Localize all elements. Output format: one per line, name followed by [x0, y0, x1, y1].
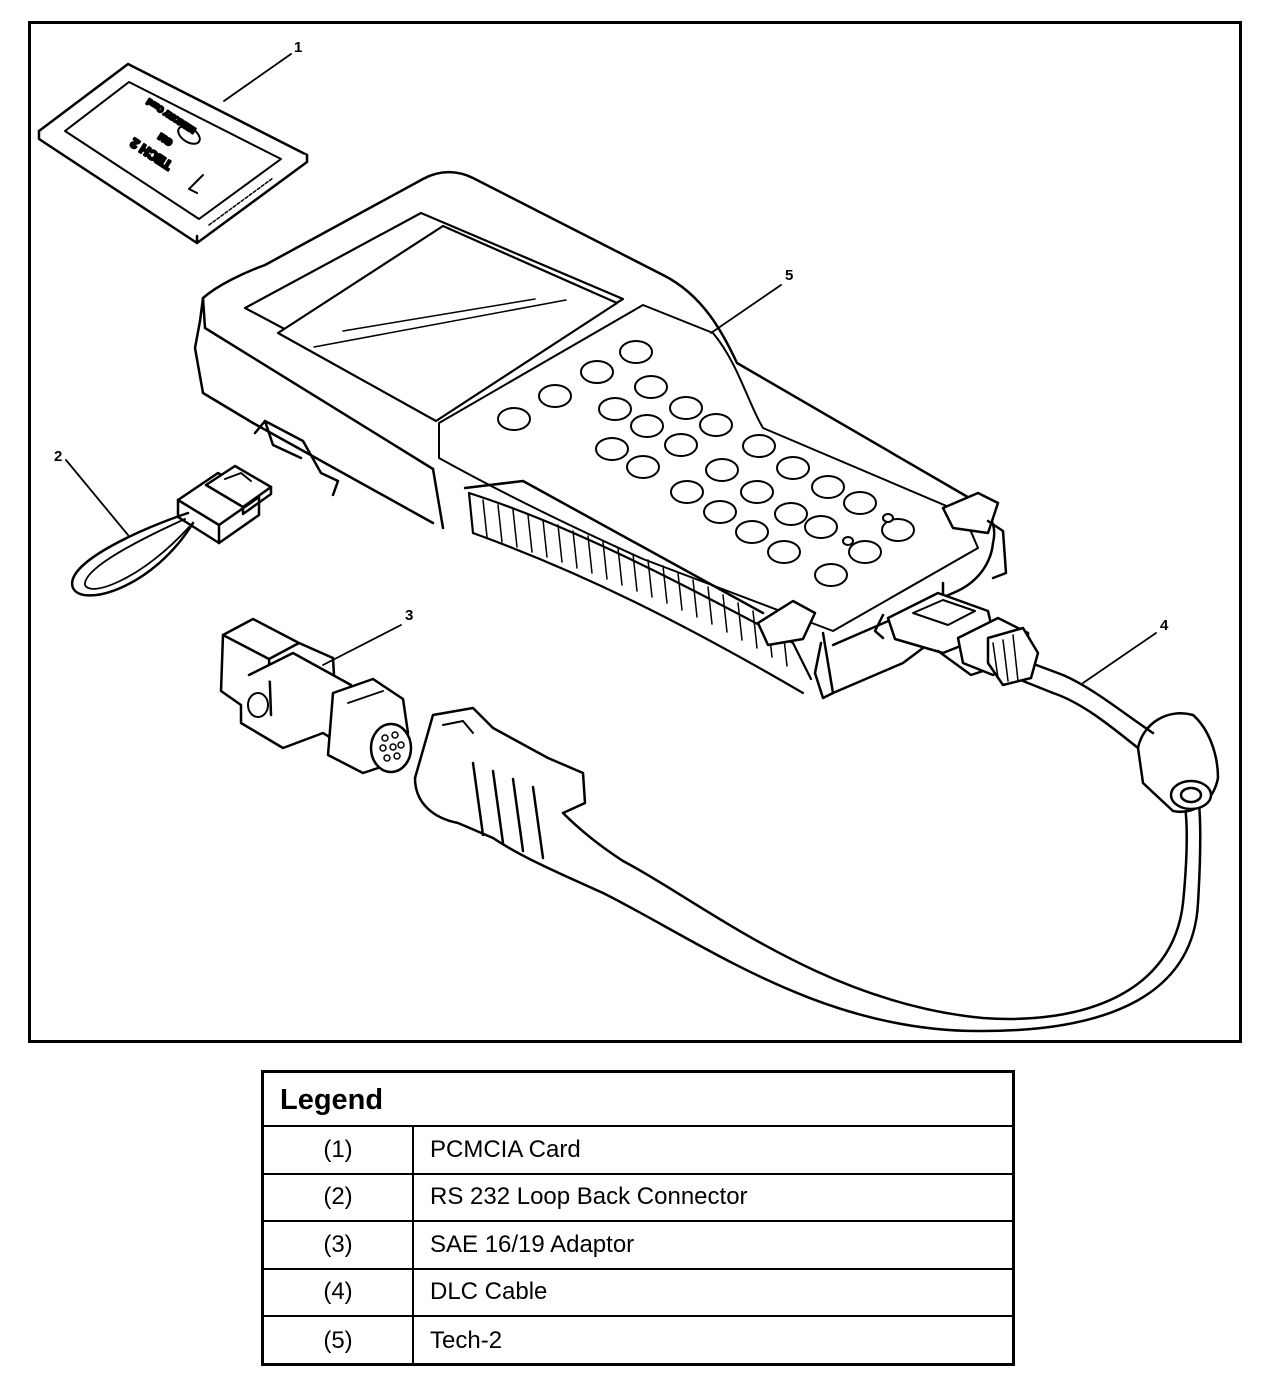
- legend-number: (3): [264, 1222, 414, 1268]
- legend-label: RS 232 Loop Back Connector: [430, 1183, 748, 1211]
- callout-1: 1: [294, 39, 302, 56]
- callout-2: 2: [54, 448, 62, 465]
- diagram-figure: TECH 2 MEMORY Card GM: [28, 21, 1242, 1043]
- leader-lines: [65, 53, 1157, 684]
- sae-adaptor: [219, 617, 413, 775]
- legend-label: PCMCIA Card: [430, 1135, 581, 1163]
- legend-row: (1) PCMCIA Card: [264, 1127, 1012, 1175]
- dlc-cable: [413, 626, 1220, 1033]
- diagram-canvas: TECH 2 MEMORY Card GM: [37, 39, 1220, 1033]
- legend-number: (4): [264, 1269, 414, 1315]
- legend-label: SAE 16/19 Adaptor: [430, 1230, 635, 1258]
- legend-row: (5) Tech-2: [264, 1317, 1012, 1365]
- legend-number: (2): [264, 1174, 414, 1220]
- legend-row: (2) RS 232 Loop Back Connector: [264, 1174, 1012, 1222]
- legend-table: Legend (1) PCMCIA Card (2) RS 232 Loop B…: [261, 1070, 1015, 1366]
- legend-row: (3) SAE 16/19 Adaptor: [264, 1222, 1012, 1270]
- callout-4: 4: [1160, 617, 1169, 634]
- legend-label: DLC Cable: [430, 1278, 548, 1306]
- legend-row: (4) DLC Cable: [264, 1269, 1012, 1317]
- legend-number: (1): [264, 1127, 414, 1173]
- loopback-connector: [70, 464, 273, 597]
- callout-5: 5: [785, 267, 793, 284]
- callout-3: 3: [405, 607, 413, 624]
- tech2-unit: [193, 170, 1030, 700]
- legend-title: Legend: [264, 1073, 1012, 1127]
- pcmcia-card: [37, 62, 309, 245]
- legend-number: (5): [264, 1317, 414, 1365]
- legend-label: Tech-2: [430, 1326, 503, 1354]
